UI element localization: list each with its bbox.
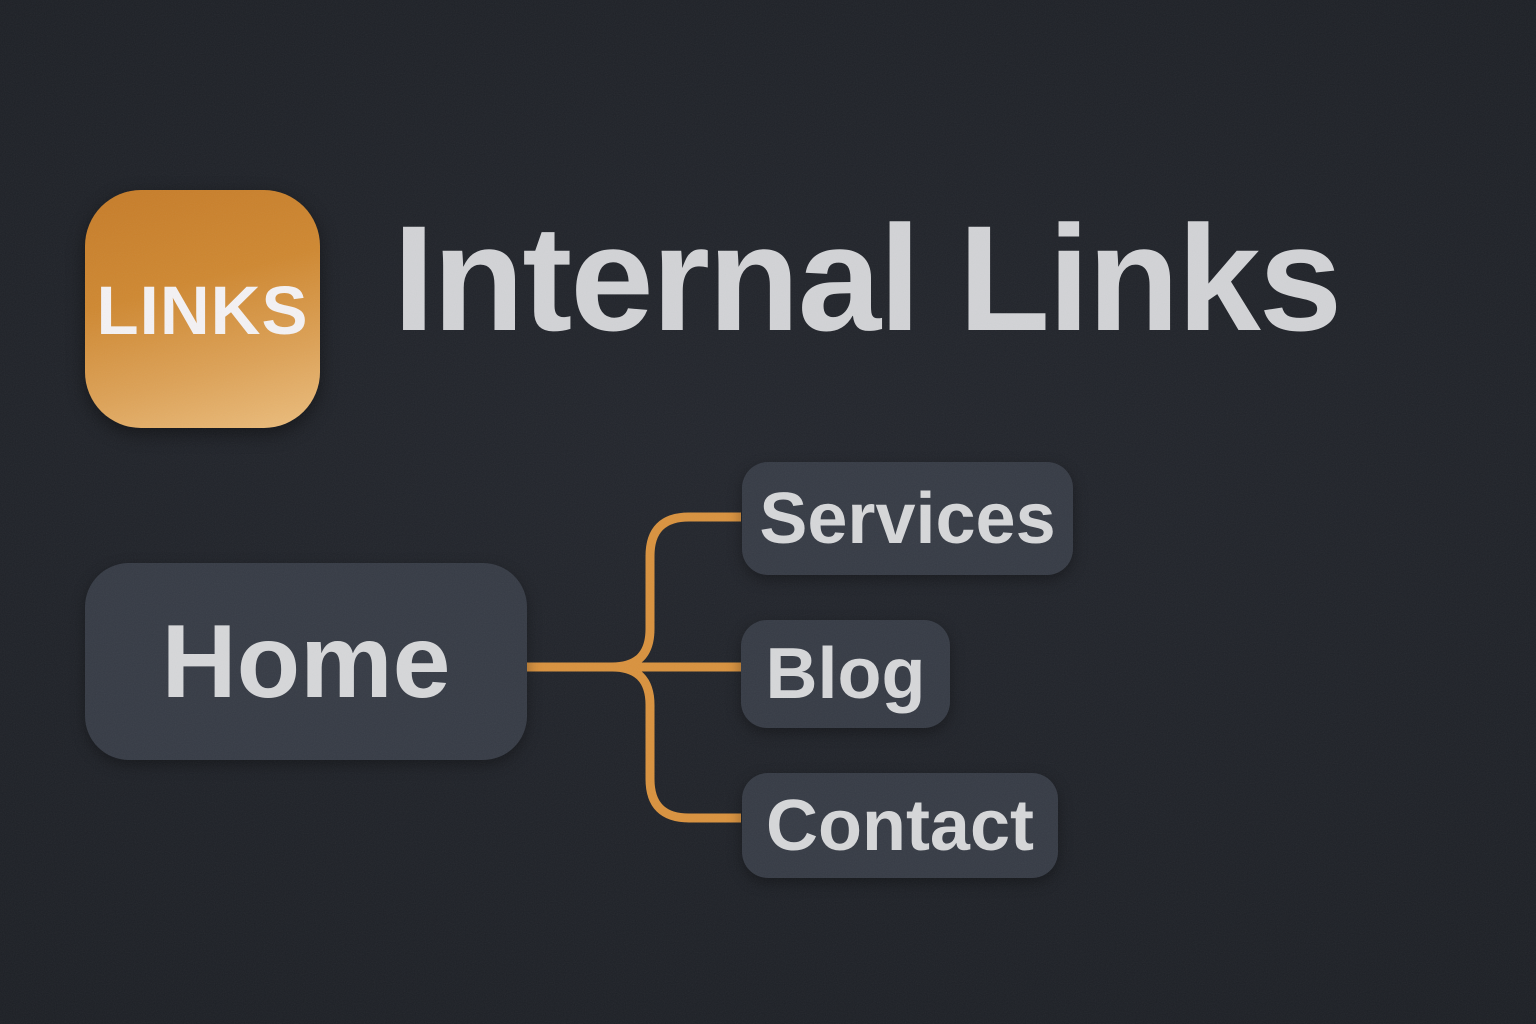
node-blog: Blog <box>741 620 950 728</box>
node-contact: Contact <box>742 773 1058 878</box>
connector-home-services <box>527 512 741 672</box>
node-home-label: Home <box>161 603 451 720</box>
node-blog-label: Blog <box>765 634 926 714</box>
node-contact-label: Contact <box>766 785 1034 866</box>
node-services: Services <box>742 462 1073 575</box>
connector-home-contact <box>527 662 741 823</box>
node-services-label: Services <box>759 478 1056 559</box>
node-home: Home <box>85 563 527 760</box>
